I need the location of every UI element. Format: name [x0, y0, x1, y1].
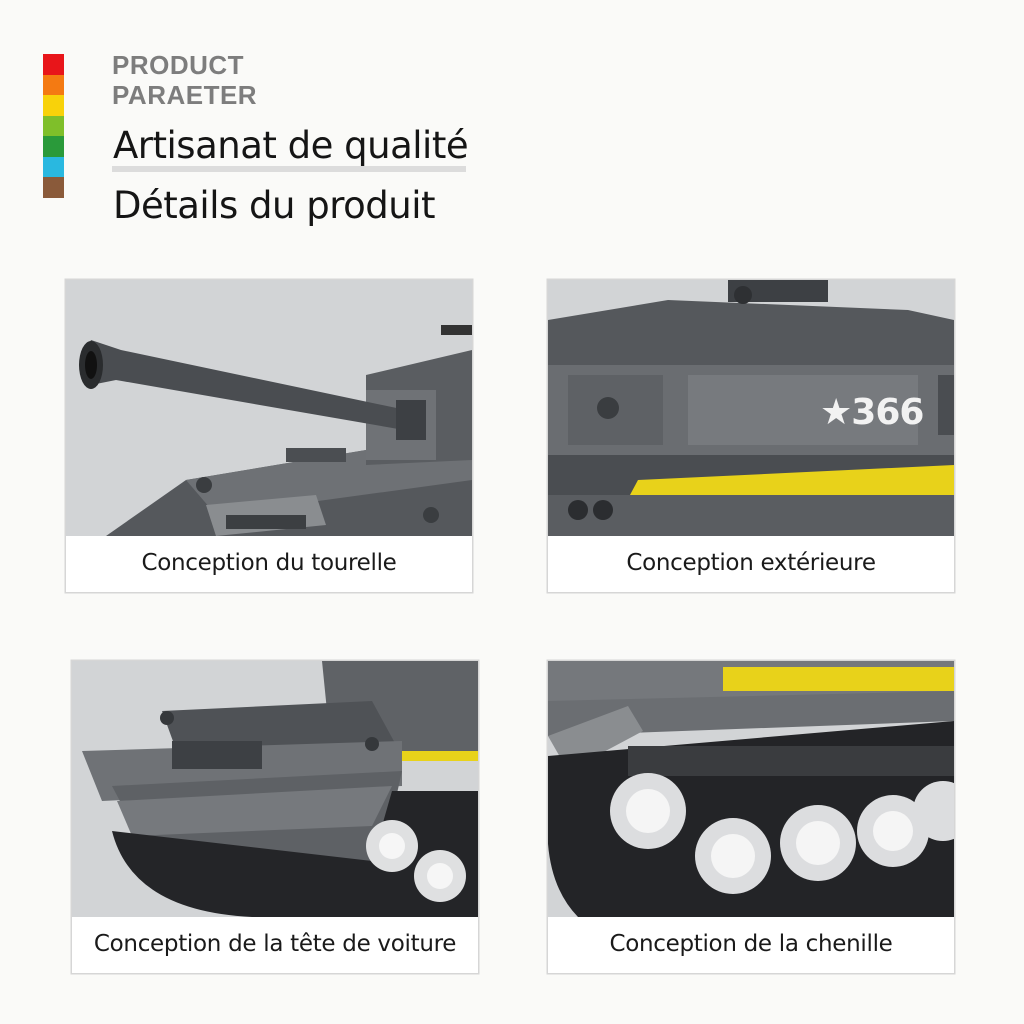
swatch-yellow	[43, 95, 64, 116]
title-underline	[112, 166, 466, 172]
exterior-photo	[548, 280, 954, 536]
eyebrow-label: PRODUCT PARAETER	[112, 50, 257, 110]
card-caption: Conception de la chenille	[609, 931, 893, 957]
swatch-light-green	[43, 115, 64, 136]
detail-card-tracks: Conception de la chenille	[548, 661, 954, 973]
color-palette-strip	[43, 54, 64, 198]
eyebrow-line-1: PRODUCT	[112, 50, 245, 80]
detail-card-exterior: ★366 Conception extérieure	[548, 280, 954, 592]
eyebrow-line-2: PARAETER	[112, 80, 258, 110]
tracks-photo	[548, 661, 954, 917]
card-caption: Conception du tourelle	[141, 550, 397, 576]
detail-card-front: Conception de la tête de voiture	[72, 661, 478, 973]
swatch-brown	[43, 177, 64, 198]
front-photo	[72, 661, 478, 917]
card-caption: Conception de la tête de voiture	[93, 931, 457, 957]
swatch-blue	[43, 156, 64, 177]
card-caption: Conception extérieure	[626, 550, 876, 576]
swatch-orange	[43, 74, 64, 95]
turret-photo	[66, 280, 472, 536]
page-subtitle: Détails du produit	[113, 184, 435, 227]
detail-card-turret: Conception du tourelle	[66, 280, 472, 592]
page-title: Artisanat de qualité	[113, 124, 469, 167]
swatch-green	[43, 136, 64, 157]
tank-number-decal: ★366	[820, 392, 924, 433]
swatch-red	[43, 54, 64, 75]
